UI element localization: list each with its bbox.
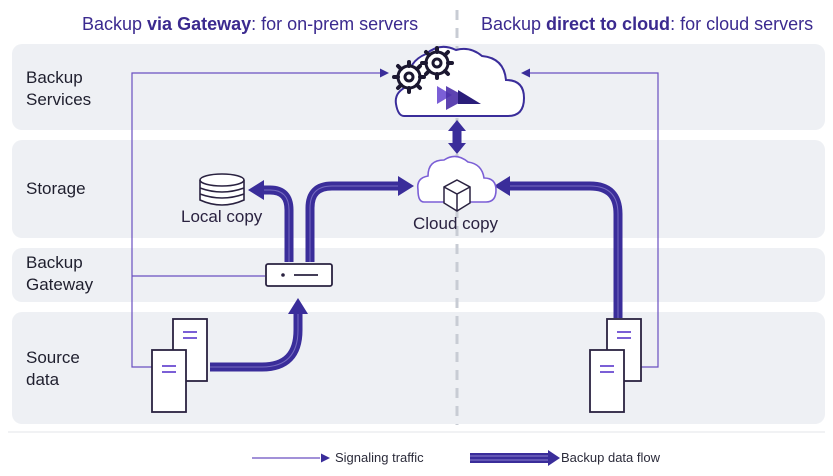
flow-arrowhead-local [248, 180, 264, 200]
signaling-line-right-source [530, 72, 659, 368]
server-icon [151, 318, 208, 413]
flow-source-to-gateway [210, 312, 303, 372]
signaling-arrowhead-right [521, 68, 530, 78]
legend-signaling-symbol [252, 453, 330, 463]
row-label-backup-services: Backup Services [26, 68, 92, 109]
flow-gateway-to-cloud [305, 181, 400, 262]
signaling-lines [131, 72, 659, 368]
signaling-arrowhead-left [380, 68, 389, 78]
flow-cloudserver-to-cloud [508, 181, 623, 318]
flow-arrowhead-up [448, 120, 466, 131]
cloud-copy-label: Cloud copy [413, 214, 499, 233]
legend-signaling-label: Signaling traffic [335, 450, 424, 465]
flow-arrowhead-cloud-left [398, 176, 414, 196]
left-section-header: Backup via Gateway: for on-prem servers [82, 14, 419, 34]
signaling-line-left-source [131, 72, 380, 368]
right-section-header: Backup direct to cloud: for cloud server… [481, 14, 814, 34]
legend-backup-label: Backup data flow [561, 450, 661, 465]
row-label-backup-gateway: Backup Gateway [26, 253, 94, 294]
row-label-source-data: Source data [26, 348, 80, 389]
local-copy-label: Local copy [181, 207, 263, 226]
row-label-storage: Storage [26, 179, 86, 198]
brand-logo-icon [437, 86, 481, 110]
database-icon [199, 173, 245, 206]
backup-flows [210, 126, 623, 372]
flow-arrowhead-cloud-right [494, 176, 510, 196]
legend-backup-symbol [470, 450, 560, 466]
backup-gateway-band [12, 248, 825, 302]
cube-cloud-icon [416, 155, 497, 212]
flow-arrowhead-gateway [288, 298, 308, 314]
flow-arrowhead-down [448, 143, 466, 154]
gateway-appliance-icon [265, 263, 333, 287]
flow-gateway-to-local [262, 185, 294, 262]
server-icon [589, 318, 642, 413]
source-data-band [12, 312, 825, 424]
